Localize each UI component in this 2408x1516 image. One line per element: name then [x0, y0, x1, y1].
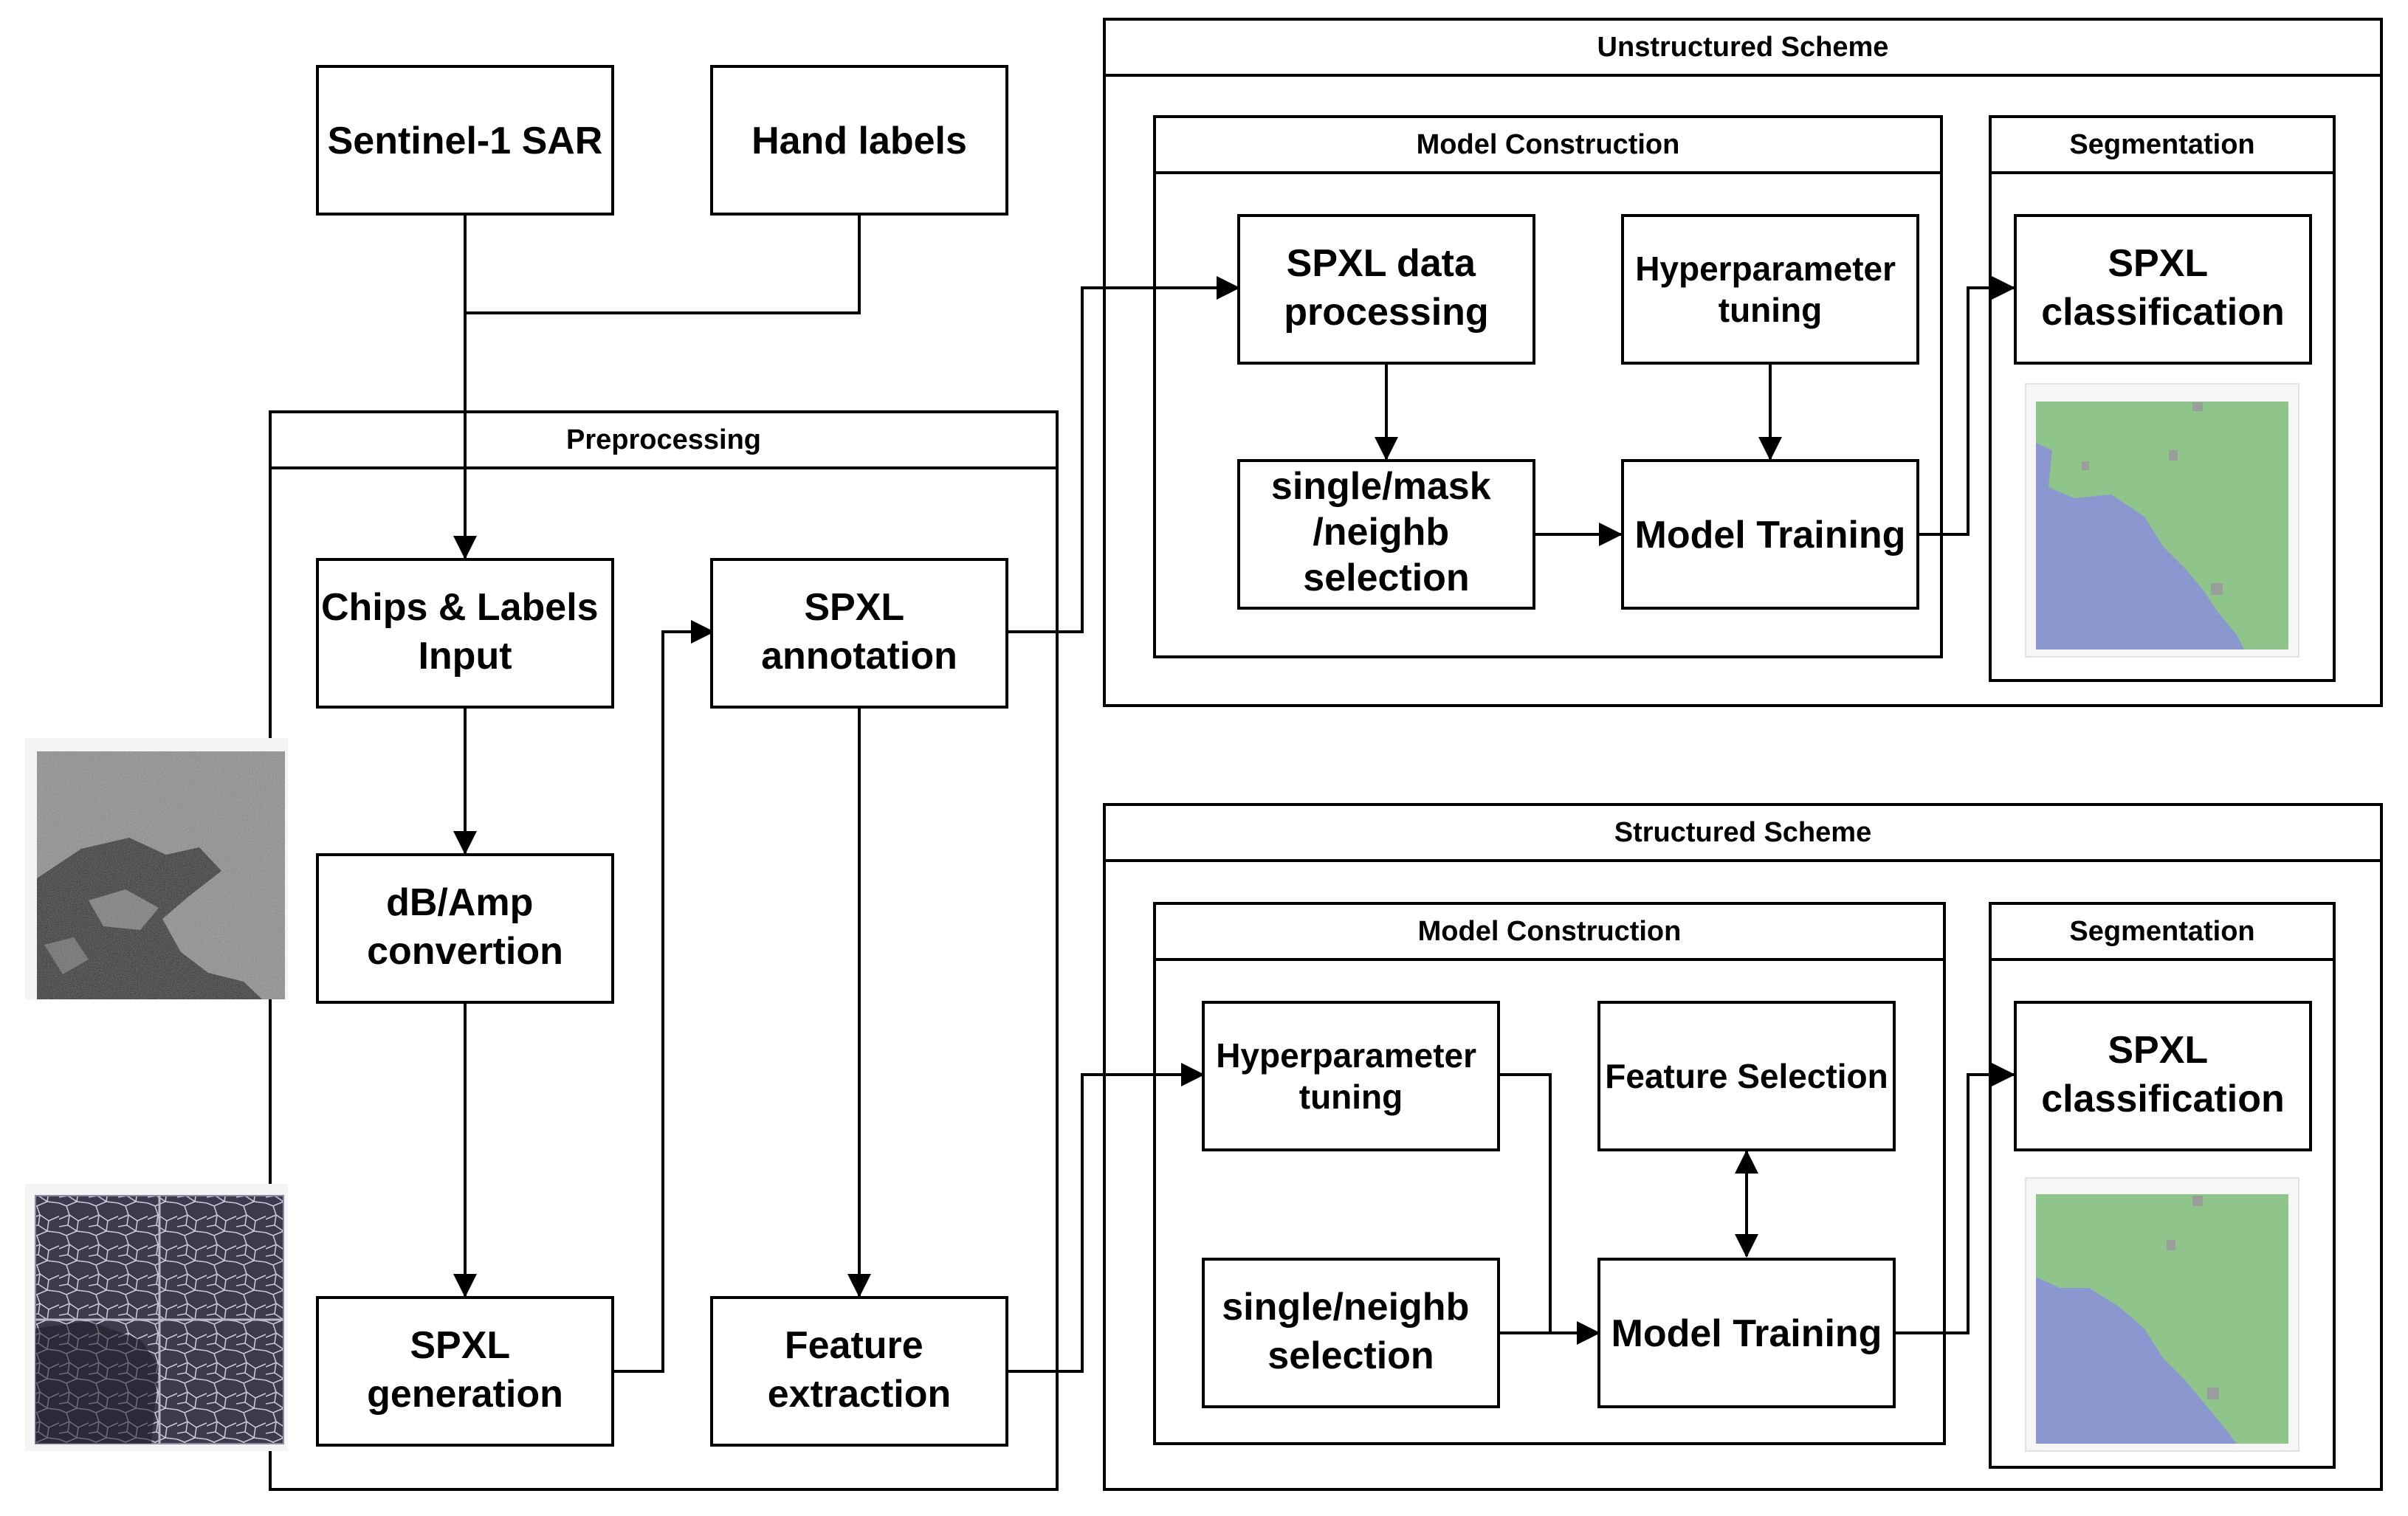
db-amp-conversion-box: dB/Amp convertion	[316, 853, 614, 1004]
chips-labels-line2: Input	[418, 635, 512, 678]
spxl-classification-box-structured: SPXL classification	[2014, 1001, 2312, 1151]
feature-extraction-line1: Feature	[785, 1324, 923, 1367]
selection-box-structured: single/neighb selection	[1202, 1258, 1500, 1408]
superpixel-image	[25, 1184, 288, 1451]
structured-scheme-title: Structured Scheme	[1614, 817, 1871, 848]
unstructured-scheme-title: Unstructured Scheme	[1597, 32, 1889, 63]
arrow-hyperparameter-to-training-s	[1500, 1073, 1552, 1333]
unstructured-scheme-frame: Unstructured Scheme Model Construction S…	[1103, 18, 2383, 707]
classification-s-line1: SPXL	[2108, 1029, 2207, 1072]
connectors	[453, 216, 2015, 1373]
spxl-generation-line1: SPXL	[410, 1324, 509, 1367]
selection-u-line3: selection	[1303, 557, 1469, 599]
sentinel-box: Sentinel-1 SAR	[316, 65, 614, 216]
spxl-generation-line2: generation	[367, 1373, 563, 1416]
segmentation-map-unstructured	[2025, 383, 2299, 658]
model-training-s-label: Model Training	[1611, 1312, 1882, 1355]
selection-s-line2: selection	[1267, 1334, 1434, 1377]
arrow-training-to-classification-s	[1896, 1063, 2015, 1334]
unstructured-model-construction-frame: Model Construction	[1153, 115, 1943, 658]
spxl-data-processing-box: SPXL data processing	[1237, 214, 1535, 365]
selection-u-line2: /neighb	[1313, 511, 1449, 554]
arrow-spxl-generation-to-annotation	[614, 620, 715, 1373]
arrow-annotation-to-spxl-data-processing	[1007, 276, 1240, 633]
spxl-annotation-box: SPXL annotation	[710, 558, 1008, 709]
hand-labels-box: Hand labels	[710, 65, 1008, 216]
feature-extraction-box: Feature extraction	[710, 1296, 1008, 1447]
spxl-data-processing-line1: SPXL data	[1287, 242, 1476, 285]
arrow-feature-extraction-to-hyperparameter	[1007, 1063, 1205, 1373]
classification-u-line1: SPXL	[2108, 242, 2207, 285]
structured-segmentation-title: Segmentation	[2069, 916, 2254, 947]
selection-box-unstructured: single/mask /neighb selection	[1237, 459, 1535, 610]
feature-selection-label: Feature Selection	[1605, 1057, 1888, 1095]
spxl-annotation-line2: annotation	[761, 635, 957, 678]
svg-text:SPXL generation: SPXL generation	[367, 1324, 563, 1416]
model-training-box-structured: Model Training	[1597, 1258, 1896, 1408]
connector-hand-labels-merge	[465, 216, 861, 314]
structured-segmentation-frame: Segmentation	[1989, 902, 2336, 1469]
unstructured-segmentation-title: Segmentation	[2069, 129, 2254, 160]
hyperparameter-u-line2: tuning	[1719, 291, 1823, 329]
selection-u-line1: single/mask	[1271, 465, 1491, 508]
feature-extraction-line2: extraction	[768, 1373, 952, 1416]
svg-text:Hyperparameter tuning: Hyperparameter tuning	[1216, 1036, 1486, 1116]
svg-text:SPXL classification: SPXL classification	[2041, 1029, 2284, 1120]
model-training-u-label: Model Training	[1635, 514, 1906, 557]
selection-s-line1: single/neighb	[1222, 1286, 1469, 1329]
svg-text:dB/Amp convertion: dB/Amp convertion	[367, 881, 563, 973]
spxl-annotation-line1: SPXL	[804, 586, 904, 629]
hyperparameter-tuning-box-structured: Hyperparameter tuning	[1202, 1001, 1500, 1151]
structured-scheme-frame: Structured Scheme Model Construction Seg…	[1103, 803, 2383, 1491]
feature-selection-box: Feature Selection	[1597, 1001, 1896, 1151]
structured-model-construction-frame: Model Construction	[1153, 902, 1946, 1445]
svg-text:SPXL classification: SPXL classification	[2041, 242, 2284, 334]
db-amp-line2: convertion	[367, 930, 563, 973]
spxl-generation-box: SPXL generation	[316, 1296, 614, 1447]
svg-text:SPXL annotation: SPXL annotation	[761, 586, 957, 678]
segmentation-map-structured	[2025, 1177, 2299, 1452]
svg-text:single/neighb selection: single/neighb selection	[1222, 1286, 1480, 1377]
classification-s-line2: classification	[2041, 1078, 2284, 1120]
unstructured-model-construction-title: Model Construction	[1417, 129, 1680, 160]
chips-labels-input-box: Chips & Labels Input	[316, 558, 614, 709]
model-training-box-unstructured: Model Training	[1621, 459, 1919, 610]
spxl-data-processing-line2: processing	[1284, 291, 1488, 334]
svg-text:Hyperparameter tuning: Hyperparameter tuning	[1635, 249, 1905, 329]
svg-text:SPXL data processing: SPXL data processing	[1284, 242, 1488, 334]
svg-text:Feature extraction: Feature extraction	[768, 1324, 952, 1416]
svg-text:single/mask /neighb: single/mask /neighb selection	[1271, 465, 1501, 599]
classification-u-line2: classification	[2041, 291, 2284, 334]
hyperparameter-tuning-box-unstructured: Hyperparameter tuning	[1621, 214, 1919, 365]
hand-labels-label: Hand labels	[751, 120, 967, 162]
spxl-classification-box-unstructured: SPXL classification	[2014, 214, 2312, 365]
chips-labels-line1: Chips & Labels	[321, 586, 599, 629]
hyperparameter-u-line1: Hyperparameter	[1635, 249, 1896, 288]
hyperparameter-s-line2: tuning	[1299, 1078, 1403, 1116]
structured-model-construction-title: Model Construction	[1418, 916, 1682, 947]
preprocessing-title: Preprocessing	[566, 424, 761, 455]
sar-image	[25, 738, 288, 999]
preprocessing-frame: Preprocessing	[269, 410, 1059, 1491]
hyperparameter-s-line1: Hyperparameter	[1216, 1036, 1476, 1075]
arrow-training-to-classification-u	[1918, 276, 2015, 536]
svg-text:Chips & Labels Input: Chips & Labels Input	[321, 586, 609, 678]
db-amp-line1: dB/Amp	[386, 881, 533, 924]
unstructured-segmentation-frame: Segmentation	[1989, 115, 2336, 682]
sentinel-label: Sentinel-1 SAR	[328, 120, 603, 162]
